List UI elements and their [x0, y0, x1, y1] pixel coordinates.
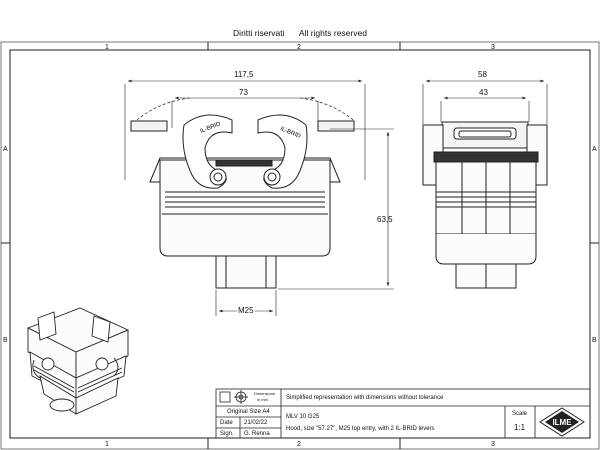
tolerance-note: Simplified representation with dimension…: [286, 395, 444, 401]
dimension-symbol-icon: [219, 390, 248, 404]
rights-english: All rights reserved: [298, 28, 367, 38]
isometric-view: [26, 307, 130, 415]
side-dimensions: [422, 79, 548, 124]
dim-front-lever-width: 73: [239, 88, 248, 97]
zone-col-2-bottom: 2: [297, 441, 301, 448]
zone-col-1-bottom: 1: [105, 441, 109, 448]
title-block-lines: [215, 388, 591, 439]
zone-col-1-top: 1: [105, 44, 109, 51]
sign-label: Sign.: [220, 431, 234, 437]
zone-row-b-right: B: [592, 337, 597, 344]
zone-row-a-right: A: [592, 146, 597, 153]
zone-row-a-left: A: [3, 146, 8, 153]
part-description: Hood, size "57.27", M25 top entry, with …: [286, 426, 435, 432]
side-view: [422, 121, 548, 289]
scale-label: Scale: [512, 411, 528, 417]
symbol-label-dimensions: Dimensions: [254, 391, 275, 396]
dim-front-thread: M25: [237, 306, 255, 315]
ilme-logo: ILME: [539, 407, 585, 437]
dim-front-overall-width: 117,5: [234, 70, 254, 79]
zone-col-2-top: 2: [297, 44, 301, 51]
sign-value: G. Renna: [244, 431, 270, 437]
date-label: Date: [220, 420, 233, 426]
front-dimensions: [124, 79, 394, 316]
date-value: 21/02/22: [244, 420, 268, 426]
symbol-label-in-mm: in mm: [257, 397, 268, 402]
dim-side-overall-width: 58: [478, 70, 487, 79]
rights-italian: Diritti riservati: [233, 28, 285, 38]
zone-col-3-top: 3: [491, 44, 495, 51]
zone-col-3-bottom: 3: [491, 441, 495, 448]
part-code: MLV 10 G25: [286, 414, 320, 420]
zone-row-b-left: B: [3, 337, 8, 344]
original-size: Original Size A4: [227, 409, 270, 415]
dim-side-inner-width: 43: [479, 88, 488, 97]
svg-text:ILME: ILME: [552, 418, 572, 427]
scale-value: 1:1: [514, 423, 526, 432]
rights-notice: Diritti riservati All rights reserved: [0, 29, 600, 38]
dim-front-height: 63,5: [377, 215, 393, 224]
front-view: [130, 97, 355, 289]
